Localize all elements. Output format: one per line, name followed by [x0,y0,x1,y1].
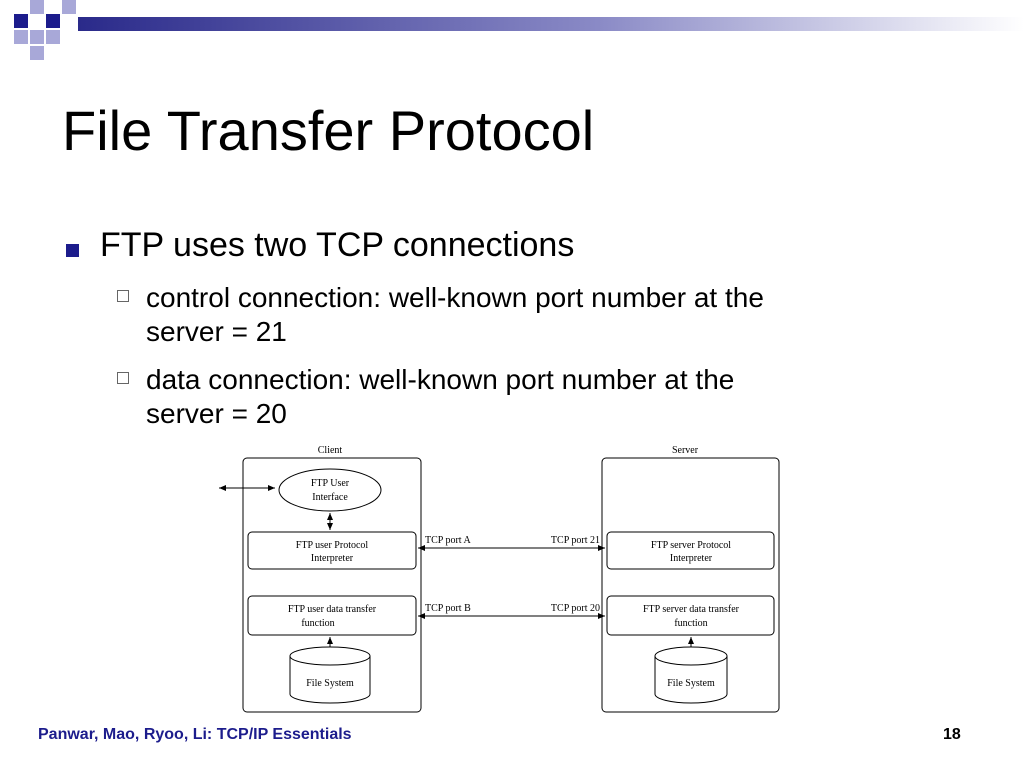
server-dt-label: function [674,618,707,629]
user-interface-label: FTP User [311,478,350,489]
sub-bullet-line: control connection: well-known port numb… [146,282,764,313]
deco-square [46,14,60,28]
client-file-system-top [289,646,371,666]
sub-bullet-box-icon [117,372,129,384]
deco-square [30,0,44,14]
client-protocol-interpreter [247,531,417,570]
user-interface-ellipse [278,468,382,512]
server-file-system-cylinder [654,656,728,704]
header-gradient-bar [78,17,1024,31]
server-box [601,457,780,713]
client-data-transfer [247,595,417,636]
server-file-system-top [654,646,728,666]
deco-square [62,0,76,14]
port-b-label: TCP port B [425,603,471,614]
server-pi-label: FTP server Protocol [651,540,731,551]
server-data-transfer [606,595,775,636]
client-file-system-cylinder [289,656,371,704]
page-number: 18 [943,726,961,743]
header-decoration [0,0,1024,70]
sub-bullet-box-icon [117,290,129,302]
port-20-label: TCP port 20 [551,603,600,614]
client-label: Client [318,445,343,456]
client-pi-label: FTP user Protocol [296,540,369,551]
sub-bullet-control: control connection: well-known port numb… [146,281,764,349]
bullet-square-icon [66,244,79,257]
port-21-label: TCP port 21 [551,535,600,546]
server-dt-label: FTP server data transfer [643,604,740,615]
deco-square [14,30,28,44]
user-interface-label: Interface [312,492,348,503]
deco-square [30,30,44,44]
sub-bullet-line: server = 20 [146,398,287,429]
slide-title: File Transfer Protocol [62,99,595,162]
client-dt-label: FTP user data transfer [288,604,377,615]
sub-bullet-data: data connection: well-known port number … [146,363,734,431]
ftp-diagram: Client Server FTP User Interface FTP use… [219,445,780,713]
client-dt-label: function [301,618,334,629]
deco-square [46,30,60,44]
deco-square [30,46,44,60]
server-label: Server [672,445,699,456]
server-file-system-label: File System [667,678,715,689]
bullet-text: FTP uses two TCP connections [100,226,575,264]
client-box [242,457,422,713]
sub-bullet-line: data connection: well-known port number … [146,364,735,395]
client-file-system-label: File System [306,678,354,689]
sub-bullet-line: server = 21 [146,316,287,347]
port-a-label: TCP port A [425,535,472,546]
footer-authors: Panwar, Mao, Ryoo, Li: TCP/IP Essentials [38,726,352,743]
server-protocol-interpreter [606,531,775,570]
deco-square [14,14,28,28]
server-pi-label: Interpreter [670,553,713,564]
client-pi-label: Interpreter [311,553,354,564]
